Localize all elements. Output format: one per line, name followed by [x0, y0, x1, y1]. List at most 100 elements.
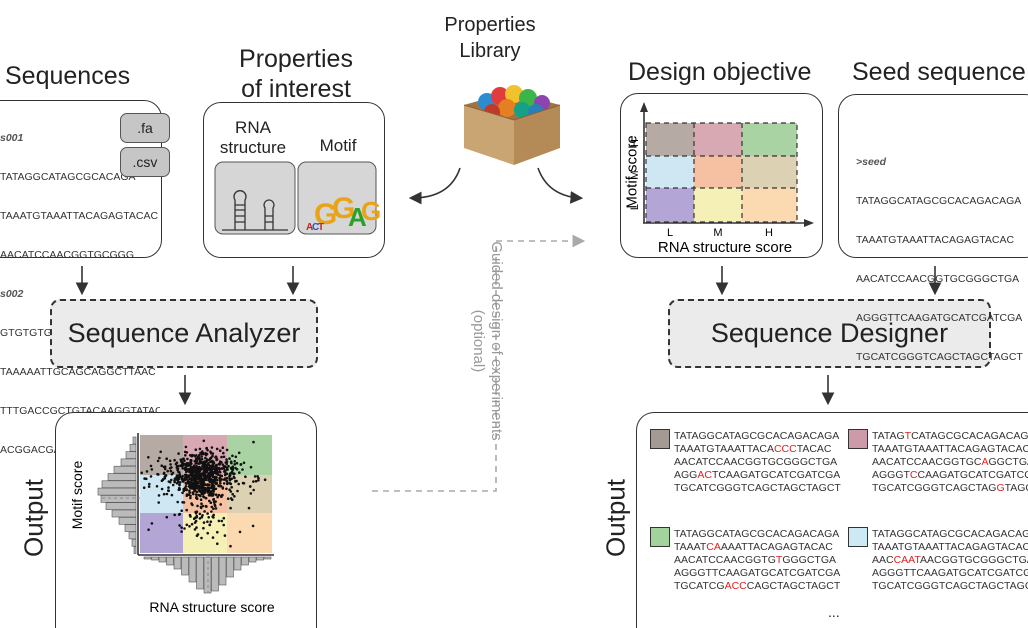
scatter-point	[201, 472, 204, 475]
scatter-point	[178, 524, 181, 527]
design-color-swatch	[848, 429, 868, 449]
sequence-designer-box: Sequence Designer	[668, 299, 991, 368]
design-color-swatch	[650, 527, 670, 547]
scatter-point	[210, 483, 214, 487]
y-histogram-bar	[113, 465, 137, 474]
scatter-point	[190, 471, 194, 475]
output-right-title: Output	[600, 478, 631, 558]
scatter-point	[186, 457, 189, 461]
scatter-point	[225, 476, 229, 480]
dg-xtick-l: L	[667, 227, 673, 239]
scatter-point	[230, 477, 233, 481]
motif-label: Motif	[319, 136, 357, 155]
scatter-point	[249, 465, 253, 469]
scatter-point	[200, 487, 203, 490]
y-histogram-bar	[100, 495, 137, 503]
scatter-point	[208, 499, 211, 503]
scatter-point	[203, 510, 206, 513]
scatter-point	[183, 459, 186, 462]
scatter-point	[190, 522, 194, 526]
output-left-title: Output	[18, 478, 49, 558]
scatter-point	[222, 455, 226, 459]
csv-file-tag: .csv	[120, 147, 170, 177]
designed-sequence-line: TGCATCGGGTCAGCTAGCTAGCT	[872, 580, 1028, 592]
scatter-point	[237, 482, 240, 486]
scatter-point	[206, 474, 210, 477]
scatter-point	[188, 477, 191, 481]
guided-design-line1: Guided design of experiments	[488, 241, 505, 441]
scatter-point	[206, 512, 209, 515]
scatter-point	[191, 469, 195, 473]
scatter-point	[204, 478, 207, 481]
scatter-point	[220, 519, 224, 523]
scatter-point	[229, 506, 232, 510]
x-histogram-bar	[241, 556, 249, 566]
scatter-point	[184, 445, 188, 449]
scatter-point	[194, 462, 197, 465]
scatter-point	[230, 498, 234, 501]
scatter-point	[211, 460, 215, 463]
scatter-point	[252, 488, 255, 492]
scatter-point	[192, 464, 196, 467]
scatter-point	[184, 485, 188, 488]
scatter-point	[216, 542, 219, 545]
scatter-point	[148, 482, 151, 486]
seed-sequence-text: >seed TATAGGCATAGCGCACAGACAGA TAAATGTAAA…	[856, 130, 1023, 377]
scatter-point	[185, 494, 189, 497]
properties-of-interest-line1: Properties	[239, 45, 353, 73]
scatter-point	[231, 465, 235, 468]
scatter-point	[238, 530, 242, 534]
scatter-point	[155, 485, 159, 488]
scatter-point	[213, 467, 217, 470]
seq-s001-line: TAAATGTAAATTACAGAGTACAC	[0, 210, 159, 222]
scatter-point	[204, 496, 208, 500]
scatter-point	[236, 489, 239, 493]
scatter-point	[228, 478, 231, 481]
seed-label: >seed	[856, 156, 887, 168]
output-right-panel	[636, 412, 1028, 628]
scatter-point	[167, 489, 170, 492]
designed-sequence-line: TAAATGTAAATTACAGAGTACAC	[872, 541, 1028, 553]
scatter-point	[193, 487, 197, 490]
scatter-point	[167, 486, 170, 489]
scatter-point	[214, 476, 218, 480]
scatter-point	[242, 461, 246, 465]
rna-structure-label: RNA structure	[218, 118, 288, 158]
scatter-point	[206, 491, 209, 494]
scatter-point	[223, 477, 227, 480]
scatter-point	[180, 526, 183, 529]
scatter-point	[170, 466, 173, 469]
scatter-point	[199, 474, 202, 478]
scatter-point	[209, 490, 212, 493]
scatter-point	[165, 492, 169, 496]
properties-of-interest-line2: of interest	[241, 75, 351, 103]
scatter-point	[202, 466, 205, 470]
designed-sequence-line: AACCAATAACGGTGCGGGCTGA	[872, 554, 1028, 566]
scatter-point	[159, 450, 162, 454]
scatter-point	[160, 464, 163, 467]
scatter-point	[165, 457, 168, 460]
scatter-point	[177, 476, 180, 480]
scatter-point	[173, 458, 176, 462]
designed-sequence-line: TAAATCAAAATTACAGAGTACAC	[674, 541, 833, 553]
scatter-point	[233, 495, 236, 498]
dg-xlabel: RNA structure score	[658, 239, 792, 256]
scatter-point	[189, 465, 193, 468]
scatter-points	[140, 439, 267, 548]
scatter-point	[199, 460, 203, 464]
scatter-point	[179, 464, 182, 467]
scatter-point	[147, 528, 150, 531]
scatter-point	[202, 491, 205, 495]
seed-line: AACATCCAACGGTGCGGGCTGA	[856, 273, 1020, 285]
scatter-point	[178, 483, 181, 486]
scatter-ylabel: Motif score	[69, 461, 85, 530]
scatter-point	[203, 462, 207, 465]
y-histogram-bar	[132, 436, 137, 445]
scatter-point	[199, 506, 203, 510]
dg-ytick-m: M	[629, 170, 641, 179]
design-objective-heading: Design objective	[628, 58, 812, 86]
scatter-point	[150, 522, 154, 525]
designed-sequence-line: AGGGTTCAAGATGCATCGATCGA	[674, 567, 841, 579]
x-histogram-bar	[166, 556, 174, 566]
scatter-point	[209, 479, 213, 482]
